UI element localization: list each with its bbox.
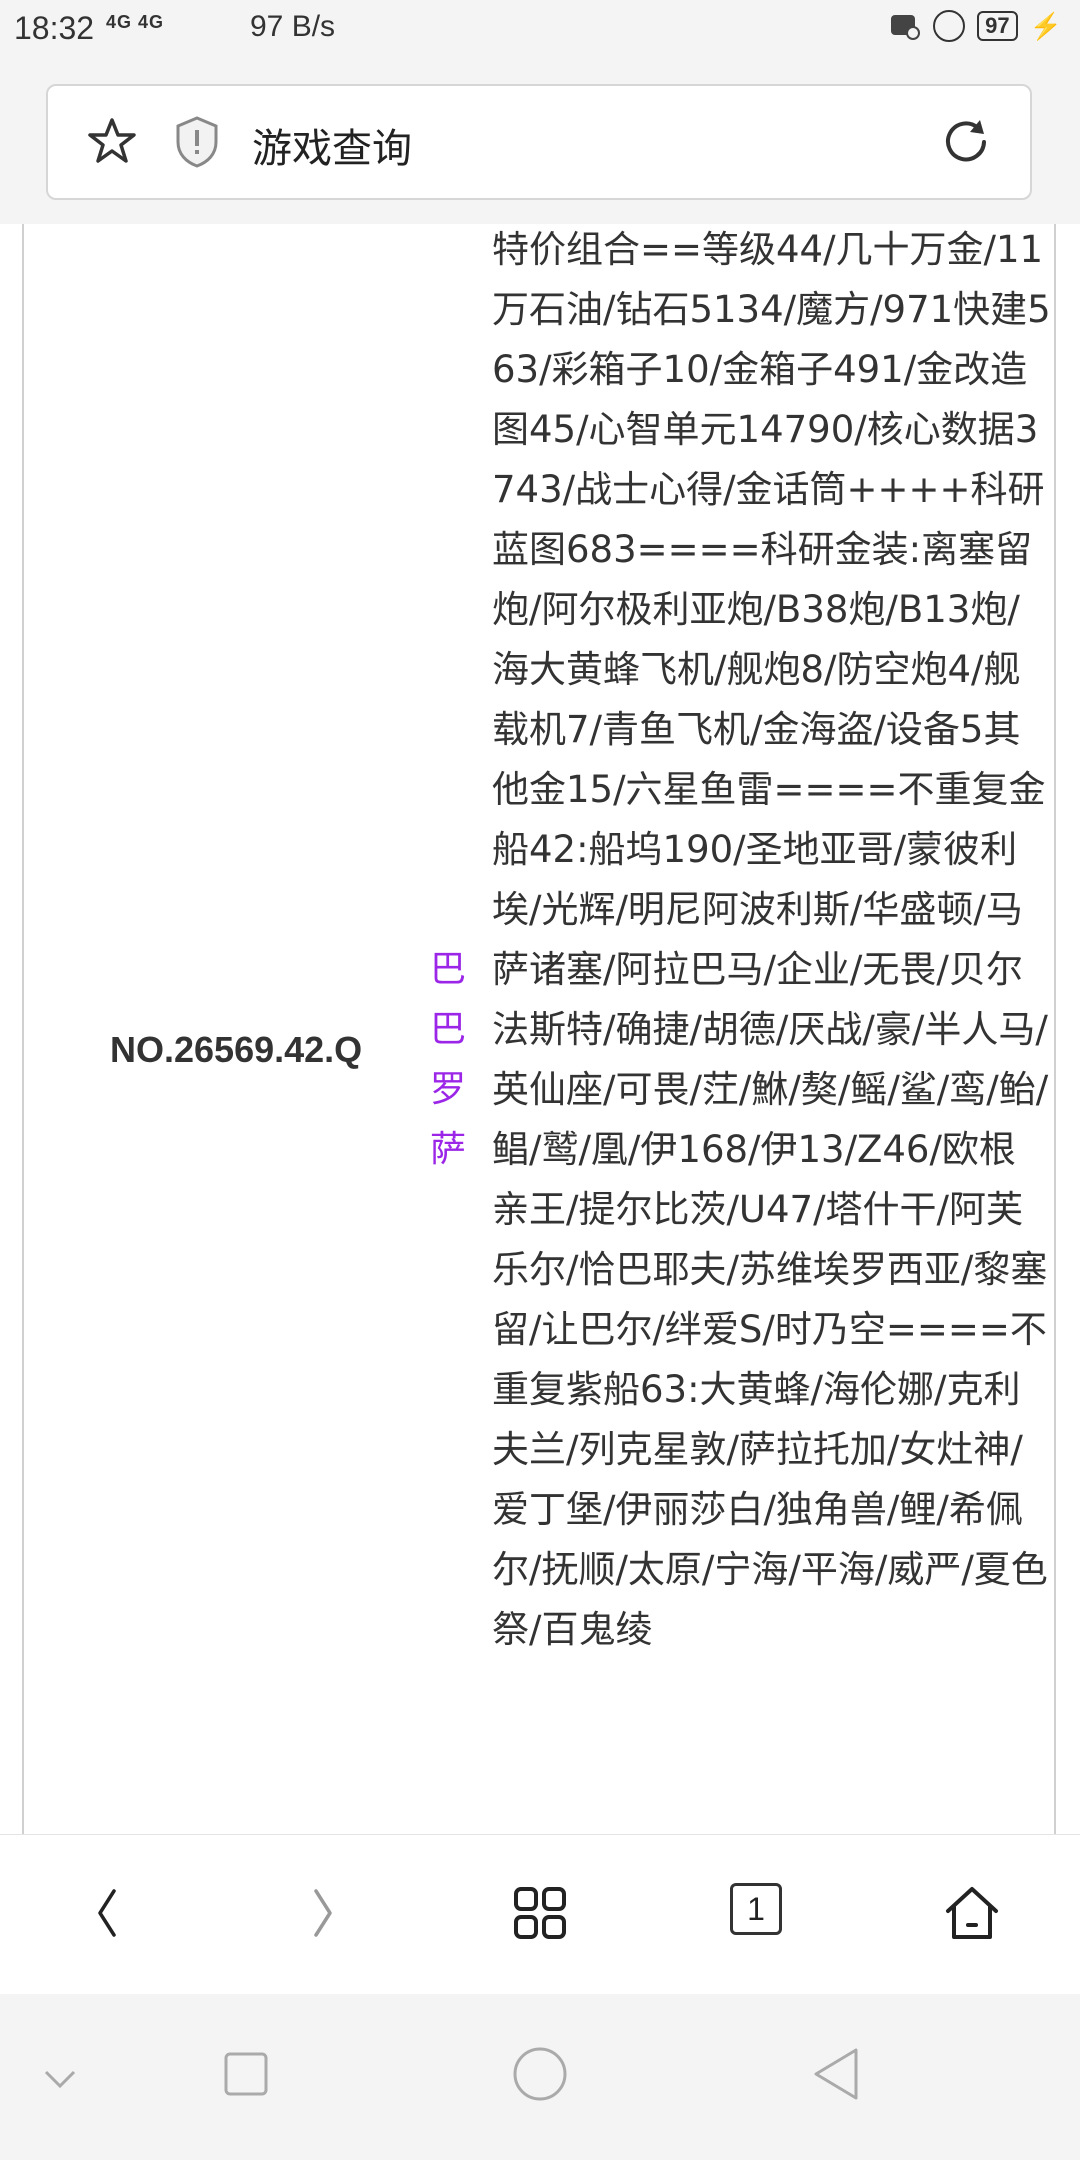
shield-icon[interactable]: [172, 114, 222, 170]
app-notification-icon: [891, 15, 921, 40]
page-content[interactable]: NO.26569.42.Q 巴巴罗萨 特价组合==等级44/几十万金/11万石油…: [0, 224, 1080, 1834]
menu-button[interactable]: [508, 1881, 572, 1945]
system-nav-bar: [0, 1994, 1080, 2160]
home-icon: [946, 1887, 998, 1939]
browser-bottom-nav: 1: [0, 1834, 1080, 1995]
status-time: 18:32: [14, 10, 95, 46]
address-bar[interactable]: 游戏查询: [46, 84, 1032, 200]
tabs-button[interactable]: 1: [730, 1883, 782, 1935]
charging-icon: ⚡: [1029, 10, 1062, 41]
back-triangle-icon[interactable]: [808, 2046, 864, 2102]
network-indicator: 4G 4G: [106, 12, 165, 32]
menu-grid-icon: [514, 1887, 566, 1939]
account-description: 特价组合==等级44/几十万金/11万石油/钻石5134/魔方/971快建563…: [492, 228, 1051, 1651]
account-id: NO.26569.42.Q: [110, 1029, 363, 1070]
network-speed: 97 B/s: [250, 10, 336, 43]
star-icon[interactable]: [84, 114, 140, 170]
status-right-icons: 97 ⚡: [889, 10, 1062, 42]
forward-button[interactable]: [290, 1881, 354, 1945]
status-bar: 18:32 4G 4G 97 B/s 97 ⚡: [0, 0, 1080, 56]
table-row: NO.26569.42.Q 巴巴罗萨 特价组合==等级44/几十万金/11万石油…: [22, 224, 1056, 1834]
lock-rotation-icon: [933, 10, 966, 42]
back-button[interactable]: [76, 1881, 140, 1945]
home-button[interactable]: [940, 1881, 1004, 1945]
collapse-icon[interactable]: [40, 2064, 80, 2094]
battery-indicator: 97: [977, 11, 1018, 41]
home-circle-icon[interactable]: [512, 2046, 568, 2102]
reload-icon[interactable]: [938, 114, 994, 170]
back-icon: [98, 1889, 116, 1937]
forward-icon: [314, 1889, 332, 1937]
page-title[interactable]: 游戏查询: [252, 126, 412, 172]
recents-icon[interactable]: [222, 2050, 270, 2098]
browser-top-bar: 游戏查询: [0, 56, 1080, 224]
server-name: 巴巴罗萨: [429, 949, 466, 1170]
